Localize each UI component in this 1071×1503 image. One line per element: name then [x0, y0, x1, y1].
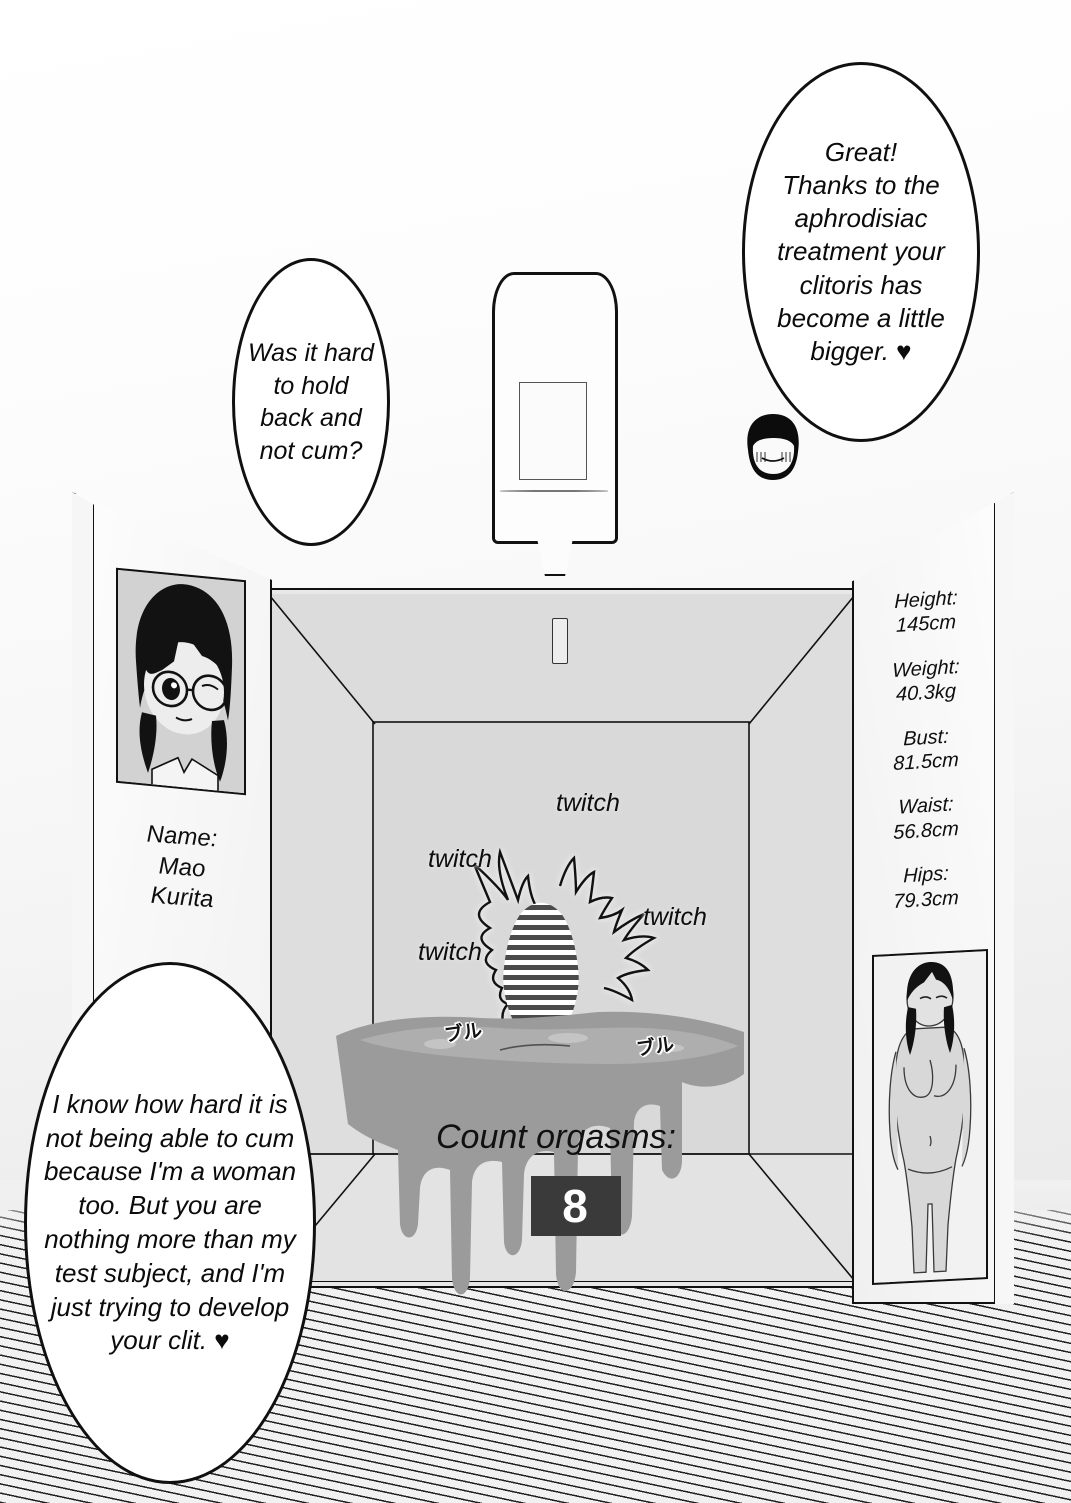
dispenser-label-window — [519, 382, 587, 480]
twitch-label: twitch — [556, 789, 620, 817]
speech-text: Great! Thanks to the aphrodisiac treatme… — [777, 136, 945, 367]
speech-bubble-top-left: Was it hard to hold back and not cum? — [232, 258, 390, 546]
speech-bubble-bottom-left: I know how hard it is not being able to … — [24, 962, 316, 1484]
right-stats-panel: Height: 145cm Weight: 40.3kg Bust: 81.5c… — [852, 492, 1014, 1304]
sfx-label: ブル — [635, 1034, 676, 1061]
dispenser-device[interactable] — [492, 272, 618, 576]
dispenser-ridge — [500, 490, 608, 492]
orgasm-counter-label: Count orgasms: — [436, 1118, 676, 1156]
orgasm-counter-value: 8 — [531, 1176, 621, 1236]
portrait-photo — [116, 567, 246, 796]
right-panel-edge — [994, 492, 1014, 1304]
speech-bubble-top-right: Great! Thanks to the aphrodisiac treatme… — [742, 62, 980, 442]
speech-text: Was it hard to hold back and not cum? — [248, 339, 374, 465]
chibi-face-icon — [740, 412, 806, 484]
twitch-label: twitch — [643, 903, 707, 931]
sfx-label: ブル — [443, 1020, 484, 1047]
fluid-spill — [330, 1010, 750, 1310]
ceiling-drip-tab — [552, 618, 568, 664]
body-figure-chart — [872, 948, 988, 1286]
twitch-label: twitch — [428, 845, 492, 873]
twitch-label: twitch — [418, 938, 482, 966]
speech-text: I know how hard it is not being able to … — [43, 1088, 297, 1356]
